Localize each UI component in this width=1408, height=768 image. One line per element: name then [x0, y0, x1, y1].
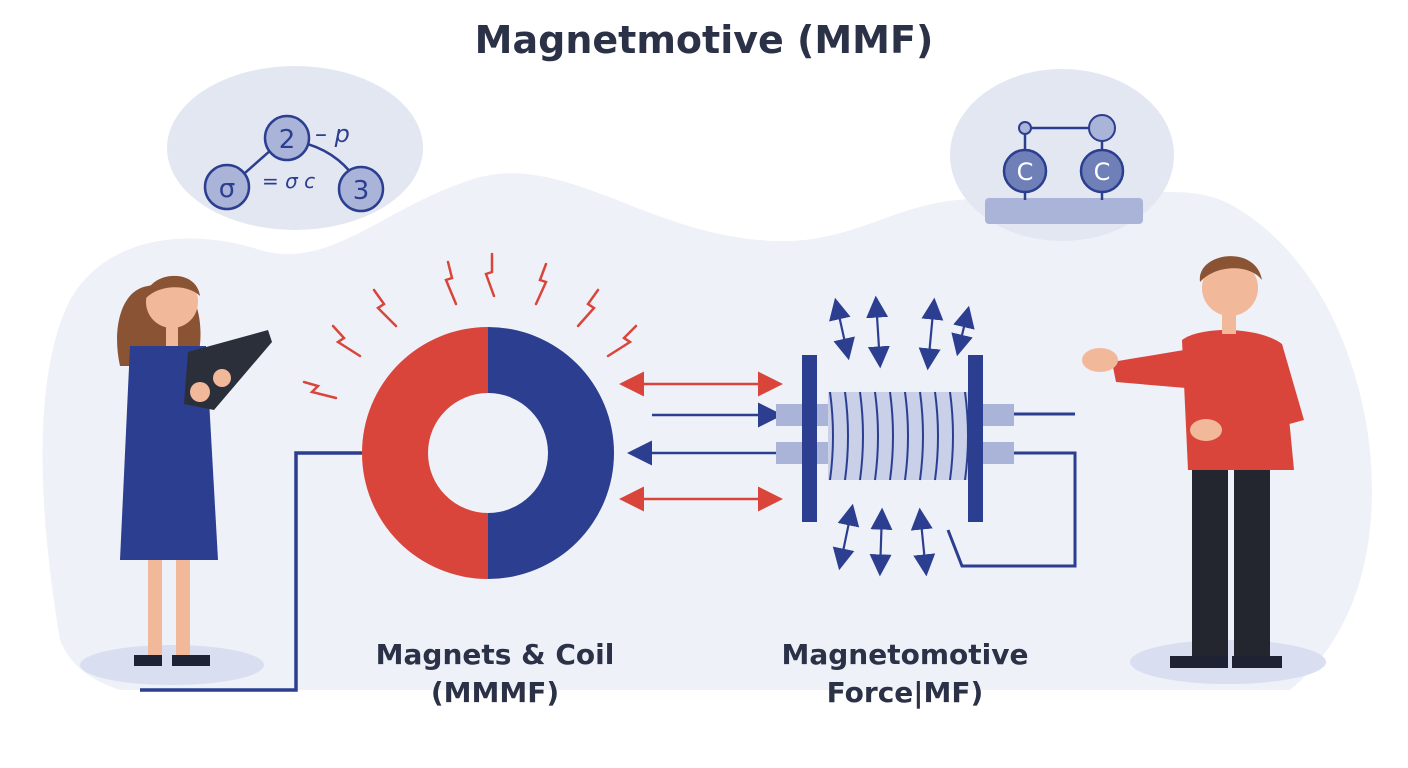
ring-magnet-blue-half — [488, 327, 614, 579]
caption-magnetomotive-force: Magnetomotive Force|MF) — [740, 636, 1070, 712]
caption-magnetomotive-force-line2: Force|MF) — [826, 676, 984, 709]
circuit-node-b-label: C — [1094, 158, 1111, 186]
man-figure — [1082, 256, 1326, 684]
magnet-sparks — [302, 252, 638, 400]
solenoid-coil — [776, 355, 1014, 522]
formula-node-top — [263, 114, 311, 162]
caption-magnets-coil-line1: Magnets & Coil — [375, 638, 615, 671]
circuit-bubble: C C — [950, 69, 1174, 241]
wire-right-loop — [946, 451, 1077, 568]
circuit-node-a-label: C — [1017, 158, 1034, 186]
circuit-base — [985, 198, 1143, 224]
caption-magnets-coil: Magnets & Coil (MMMF) — [330, 636, 660, 712]
formula-node-left-label: σ — [219, 174, 235, 204]
background-cloud — [42, 173, 1372, 690]
formula-bubble: 2 σ 3 – p = σ c — [167, 66, 423, 230]
diagram-title: Magnetmotive (MMF) — [474, 18, 934, 62]
formula-node-top-label: 2 — [279, 125, 296, 155]
formula-node-left — [203, 163, 251, 211]
formula-label-top: – p — [315, 120, 350, 148]
coil-field-arrows — [829, 295, 975, 577]
formula-node-right — [337, 165, 385, 213]
coil-plate-left — [802, 355, 817, 522]
circuit-node-a — [1002, 148, 1048, 194]
caption-magnetomotive-force-line1: Magnetomotive — [781, 638, 1029, 671]
woman-figure — [80, 275, 272, 685]
ring-magnet-red-half — [362, 327, 488, 579]
circuit-node-b — [1079, 148, 1125, 194]
formula-label-middle: = σ c — [262, 169, 315, 193]
formula-node-right-label: 3 — [353, 176, 370, 206]
coil-plate-right — [968, 355, 983, 522]
wire-left — [140, 451, 362, 692]
field-arrows — [619, 371, 783, 512]
ring-magnet — [362, 327, 614, 579]
caption-magnets-coil-line2: (MMMF) — [430, 676, 560, 709]
